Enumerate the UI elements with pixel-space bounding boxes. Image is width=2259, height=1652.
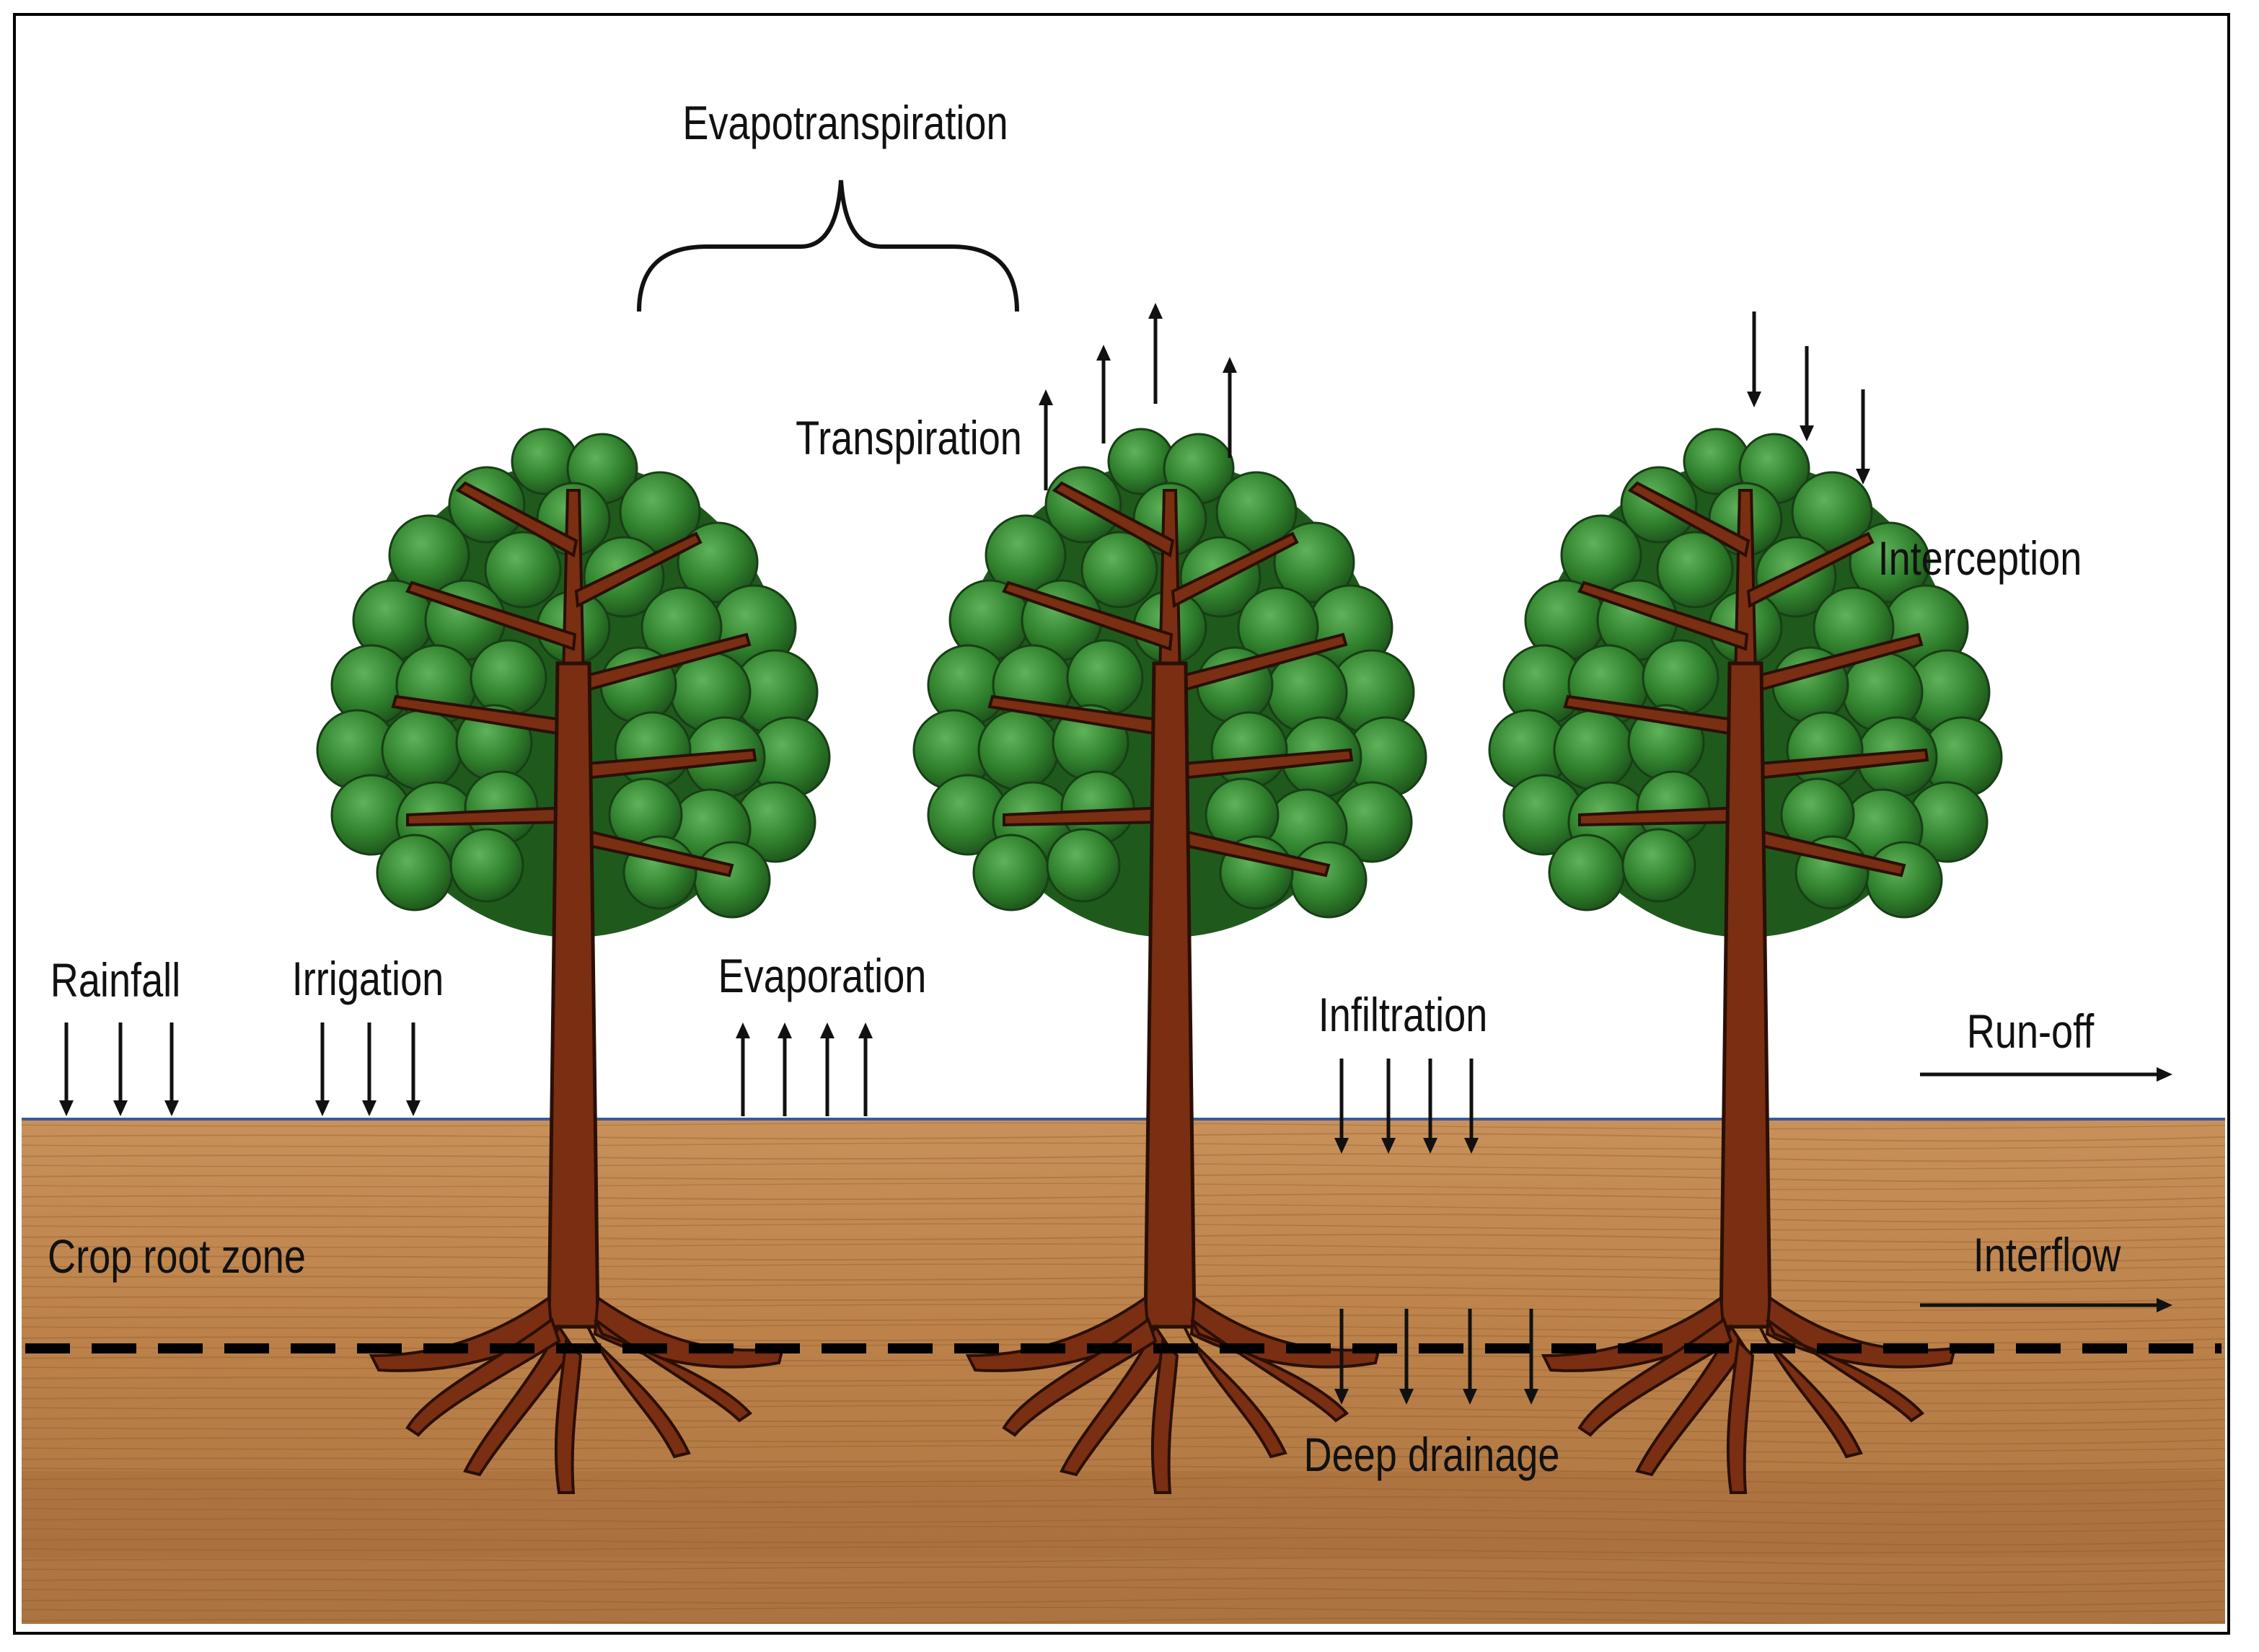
curly-brace-icon: [637, 180, 1019, 312]
infiltration-arrow-icon: [1464, 1059, 1479, 1154]
label-evapotranspiration: Evapotranspiration: [682, 96, 1008, 149]
infiltration-arrow-icon: [1381, 1059, 1396, 1154]
label-rainfall: Rainfall: [50, 953, 180, 1007]
deep-drainage-arrow-icon: [1524, 1309, 1538, 1405]
evaporation-arrow-icon: [736, 1022, 750, 1116]
rainfall-arrow-icon: [113, 1022, 128, 1116]
label-deep-drainage: Deep drainage: [1303, 1428, 1559, 1481]
interception-arrow-icon: [1800, 346, 1814, 441]
label-interflow: Interflow: [1973, 1228, 2121, 1281]
irrigation-arrow-icon: [362, 1022, 376, 1116]
label-transpiration: Transpiration: [796, 411, 1022, 464]
interception-arrow-icon: [1856, 389, 1870, 485]
interception-arrow-icon: [1747, 312, 1761, 407]
label-irrigation: Irrigation: [292, 952, 444, 1005]
soil-layer: [22, 1118, 2225, 1624]
evaporation-arrow-icon: [858, 1022, 873, 1116]
deep-drainage-arrow-icon: [1399, 1309, 1414, 1405]
infiltration-arrow-icon: [1423, 1059, 1437, 1154]
transpiration-arrow-icon: [1096, 345, 1111, 443]
transpiration-arrow-icon: [1039, 389, 1053, 490]
label-crop-root-zone: Crop root zone: [48, 1229, 306, 1283]
irrigation-arrow-icon: [315, 1022, 330, 1116]
interflow-arrow-icon: [1920, 1298, 2172, 1312]
rainfall-arrow-icon: [59, 1022, 74, 1116]
evaporation-arrow-icon: [778, 1022, 792, 1116]
evaporation-arrow-icon: [820, 1022, 835, 1116]
rainfall-arrow-icon: [164, 1022, 179, 1116]
label-evaporation: Evaporation: [718, 949, 927, 1002]
transpiration-arrow-icon: [1223, 357, 1237, 458]
label-infiltration: Infiltration: [1318, 988, 1488, 1041]
transpiration-arrow-icon: [1148, 303, 1163, 404]
run-off-arrow-icon: [1920, 1067, 2172, 1082]
deep-drainage-arrow-icon: [1463, 1309, 1477, 1405]
irrigation-arrow-icon: [406, 1022, 420, 1116]
infiltration-arrow-icon: [1334, 1059, 1349, 1154]
label-run-off: Run-off: [1967, 1004, 2095, 1058]
label-interception: Interception: [1878, 531, 2082, 585]
deep-drainage-arrow-icon: [1334, 1309, 1349, 1405]
flow-arrows: [59, 303, 2172, 1405]
